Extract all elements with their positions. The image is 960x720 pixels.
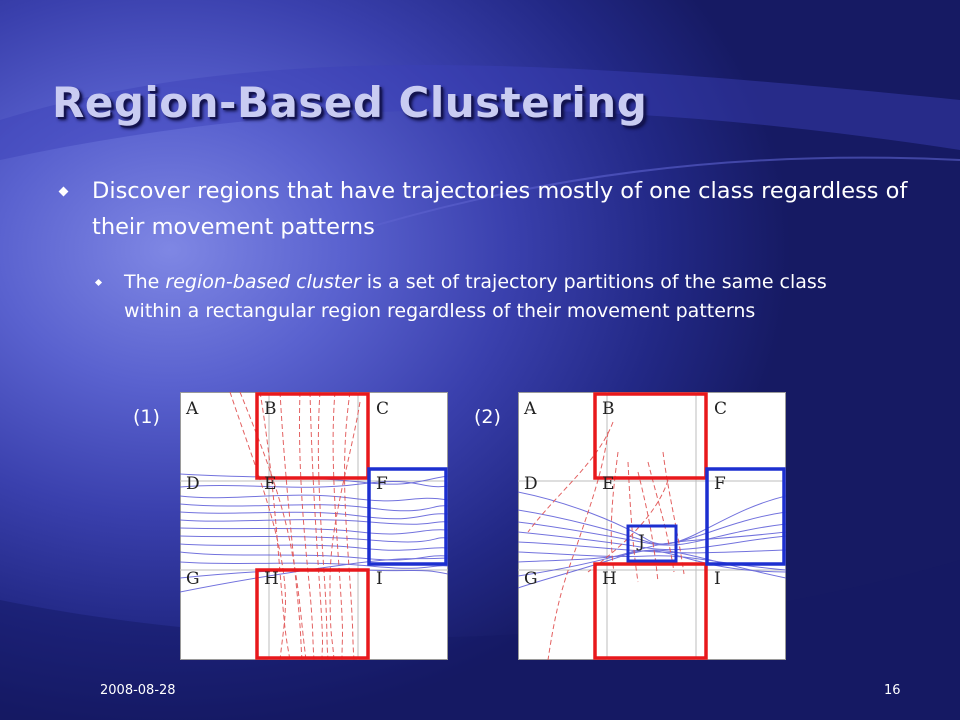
- red-cluster-b: [593, 392, 708, 480]
- sub-bullet-text-after: is a set of trajectory partitions of the…: [124, 271, 827, 322]
- blue-cluster-f: [705, 467, 786, 566]
- cell-label-c: C: [714, 399, 727, 419]
- cell-label-i: I: [376, 569, 383, 589]
- cell-label-f: F: [376, 474, 388, 494]
- page-number: 16: [884, 683, 901, 698]
- sub-bullet-text-before: The: [124, 271, 166, 293]
- slide-title: Region-Based Clustering: [52, 78, 648, 127]
- cell-label-f: F: [714, 474, 726, 494]
- sub-bullet-text: The region-based cluster is a set of tra…: [124, 268, 884, 326]
- red-cluster-b: [255, 392, 370, 480]
- cell-label-i: I: [714, 569, 721, 589]
- cell-label-e: E: [602, 474, 614, 494]
- cell-label-h: H: [264, 569, 279, 589]
- cell-label-h: H: [602, 569, 617, 589]
- cell-label-d: D: [524, 474, 538, 494]
- figure-1-label: (1): [133, 406, 160, 428]
- diamond-bullet-icon: [94, 278, 103, 287]
- cell-label-b: B: [602, 399, 615, 419]
- figure-1-diagram: A B C D E F G H I: [180, 392, 448, 660]
- figure-2-diagram: A B C D E F G H I J: [518, 392, 786, 660]
- bullet-text: Discover regions that have trajectories …: [92, 178, 908, 240]
- blue-trajectories: [518, 491, 786, 589]
- footer-date: 2008-08-28: [100, 683, 176, 698]
- grid-border: [180, 392, 448, 660]
- blue-trajectories: [180, 473, 448, 593]
- cell-label-a: A: [185, 399, 199, 419]
- cell-label-g: G: [524, 569, 538, 589]
- cell-label-g: G: [186, 569, 200, 589]
- diamond-bullet-icon: [58, 186, 69, 197]
- red-trajectories: [527, 421, 685, 660]
- red-cluster-h: [593, 562, 708, 660]
- red-trajectories: [229, 392, 361, 660]
- figure-1: A B C D E F G H I: [180, 392, 448, 660]
- cell-label-b: B: [264, 399, 277, 419]
- sub-bullet-emphasis: region-based cluster: [165, 271, 361, 293]
- cell-label-e: E: [264, 474, 276, 494]
- cell-label-c: C: [376, 399, 389, 419]
- figure-2: A B C D E F G H I J: [518, 392, 786, 660]
- red-cluster-h: [255, 568, 370, 660]
- cell-label-a: A: [523, 399, 537, 419]
- blue-cluster-j: [626, 524, 678, 563]
- blue-cluster-f: [367, 467, 448, 566]
- figure-2-label: (2): [474, 406, 501, 428]
- cell-label-d: D: [186, 474, 200, 494]
- cell-label-j: J: [636, 532, 645, 552]
